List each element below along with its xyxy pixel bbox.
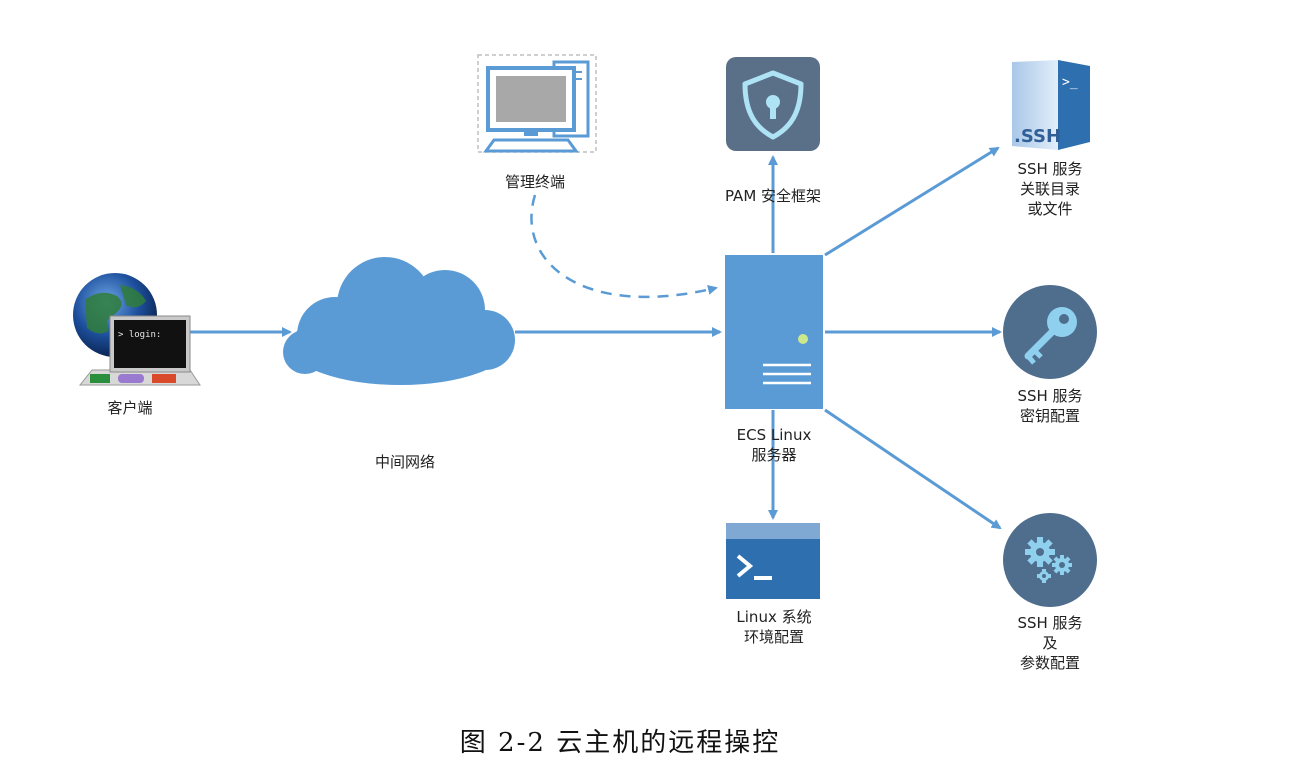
server-icon bbox=[725, 255, 823, 409]
arrow-admin-to-server-dashed bbox=[530, 194, 718, 298]
server-label: ECS Linux 服务器 bbox=[713, 425, 835, 465]
client-screen-text: > login: bbox=[118, 330, 161, 340]
cloud-icon bbox=[283, 257, 515, 385]
ssh-key-label: SSH 服务 密钥配置 bbox=[990, 386, 1110, 426]
gears-icon bbox=[1003, 513, 1097, 607]
linux-env-label: Linux 系统 环境配置 bbox=[713, 607, 835, 647]
terminal-window-icon bbox=[726, 523, 820, 599]
figure-caption: 图 2-2 云主机的远程操控 bbox=[459, 728, 781, 758]
arrow-server-to-ssh-params bbox=[824, 408, 1002, 530]
ssh-dir-label-line2: 关联目录 bbox=[1019, 180, 1080, 198]
linux-env-label-line2: 环境配置 bbox=[743, 628, 804, 646]
ssh-dir-label-line3: 或文件 bbox=[1027, 200, 1073, 218]
shield-lock-icon bbox=[726, 57, 820, 151]
desktop-computer-icon bbox=[477, 54, 597, 153]
arrow-server-to-ssh-dir bbox=[824, 146, 1000, 257]
server-label-line2: 服务器 bbox=[751, 446, 797, 464]
linux-env-label-line1: Linux 系统 bbox=[736, 608, 812, 626]
network-label: 中间网络 bbox=[374, 453, 435, 471]
client-label: 客户端 bbox=[107, 399, 153, 417]
ssh-dir-label: SSH 服务 关联目录 或文件 bbox=[990, 159, 1110, 219]
ssh-params-label-line3: 参数配置 bbox=[1019, 654, 1080, 672]
ssh-params-label-line2: 及 bbox=[1042, 634, 1058, 652]
admin-label: 管理终端 bbox=[504, 173, 565, 191]
ssh-folder-icon: >_ .SSH bbox=[1012, 60, 1090, 150]
ssh-key-label-line1: SSH 服务 bbox=[1017, 387, 1083, 405]
pam-label: PAM 安全框架 bbox=[724, 187, 822, 205]
ssh-key-label-line2: 密钥配置 bbox=[1019, 407, 1080, 425]
ssh-params-label-line1: SSH 服务 bbox=[1017, 614, 1083, 632]
ssh-params-label: SSH 服务 及 参数配置 bbox=[990, 613, 1110, 673]
ssh-prompt-text: >_ bbox=[1062, 75, 1078, 90]
ssh-file-text: .SSH bbox=[1014, 126, 1061, 147]
key-icon bbox=[1003, 285, 1097, 379]
ssh-dir-label-line1: SSH 服务 bbox=[1017, 160, 1083, 178]
globe-laptop-icon: > login: bbox=[73, 273, 201, 386]
server-label-line1: ECS Linux bbox=[736, 426, 812, 444]
